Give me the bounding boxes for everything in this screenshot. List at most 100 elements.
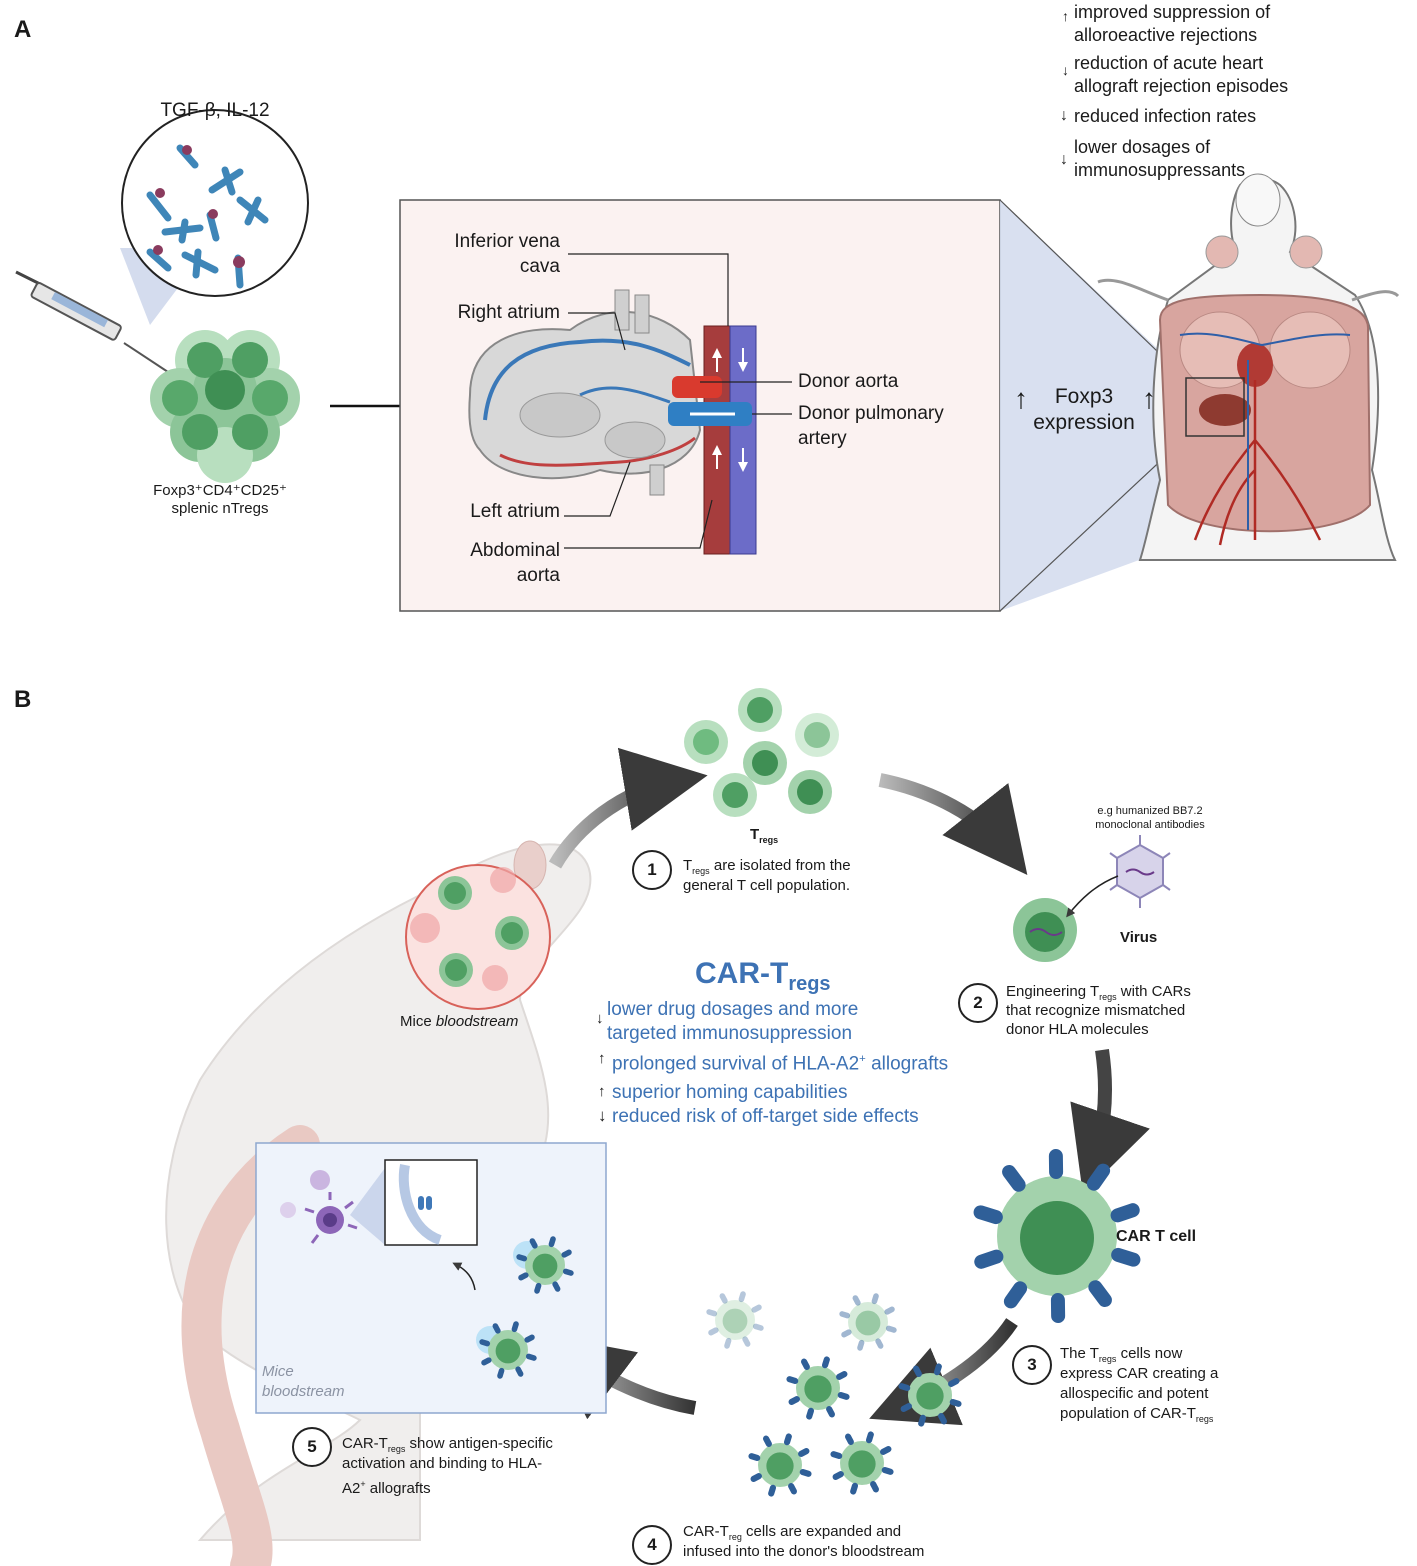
outcome-2-line2: allograft rejection episodes	[1074, 76, 1289, 96]
dendritic-cells-icon	[280, 1170, 358, 1244]
treg-cell-cluster	[150, 330, 300, 483]
car-receptor	[497, 1367, 505, 1379]
step-1-line2: general T cell population.	[683, 877, 851, 894]
car-receptor	[750, 1473, 762, 1482]
car-receptor	[1086, 1163, 1111, 1191]
car-receptor	[841, 1329, 852, 1338]
outcome-3-line1: reduced infection rates	[1074, 106, 1257, 126]
car-receptor	[1002, 1164, 1026, 1192]
car-receptor	[875, 1338, 884, 1349]
car-receptor	[708, 1327, 719, 1336]
car-receptor	[738, 1291, 746, 1303]
car-receptor	[492, 1323, 501, 1334]
car-receptor	[1050, 1292, 1066, 1323]
car-tregs-title: CAR-Tregs	[695, 957, 831, 995]
car-receptor	[885, 1325, 897, 1333]
receptor-binding-icon	[418, 1196, 432, 1210]
car-receptor	[561, 1249, 572, 1258]
car-receptor	[562, 1268, 574, 1276]
car-receptor	[832, 1471, 844, 1480]
ivc-label-line2: cava	[519, 256, 560, 277]
car-receptor	[515, 1366, 524, 1377]
car-receptor	[752, 1323, 764, 1331]
bound-car-treg-cells	[476, 1236, 574, 1379]
center-item-1-line1: lower drug dosages and more	[607, 999, 859, 1020]
car-receptor	[529, 1238, 538, 1249]
center-item-4-line1: reduced risk of off-target side effects	[612, 1106, 919, 1127]
car-receptor	[852, 1295, 861, 1306]
step-4-line1: CAR-Treg cells are expanded and	[683, 1523, 902, 1542]
car-receptor	[857, 1339, 865, 1351]
engineered-treg-icon	[1013, 898, 1077, 962]
panel-b-letter: B	[14, 686, 32, 713]
car-receptor	[481, 1357, 492, 1366]
car-t-cell-icon	[997, 1176, 1117, 1296]
car-receptor	[949, 1398, 962, 1407]
cycle-arrow-2	[878, 773, 1028, 875]
donor-pa-label-line1: Donor pulmonary	[798, 403, 944, 424]
car-receptor	[948, 1378, 960, 1387]
center-item-2-arrow: ↑	[598, 1050, 606, 1067]
donor-aorta-label: Donor aorta	[798, 371, 899, 392]
left-atrium-label: Left atrium	[470, 501, 560, 522]
car-receptor	[763, 1435, 772, 1447]
car-receptor	[826, 1406, 835, 1418]
step-3-line2: express CAR creating a	[1060, 1365, 1219, 1382]
car-receptor	[845, 1433, 854, 1445]
step-2-line1: Engineering Tregs with CARs	[1006, 983, 1191, 1002]
center-item-3-line1: superior homing capabilities	[612, 1082, 848, 1103]
outcome-4-line1: lower dosages of	[1074, 137, 1211, 157]
step-5-line1: CAR-Tregs show antigen-specific	[342, 1435, 553, 1454]
mice-bloodstream-label: Mice bloodstream	[400, 1013, 519, 1030]
step-2-line3: donor HLA molecules	[1006, 1021, 1149, 1038]
virus-label: Virus	[1120, 929, 1158, 946]
car-receptor	[830, 1451, 843, 1460]
car-receptor	[850, 1482, 859, 1495]
car-receptor	[1088, 1280, 1112, 1308]
car-receptor	[799, 1468, 812, 1477]
car-receptor	[839, 1311, 851, 1319]
outcome-2-arrow: ↓	[1062, 62, 1069, 78]
outcome-1-line2: alloroeactive rejections	[1074, 25, 1258, 45]
foxp3-up-arrow-left: ↑	[1014, 383, 1028, 414]
car-receptor	[783, 1433, 792, 1446]
car-receptor	[798, 1448, 810, 1457]
heart-leader-lines	[564, 253, 792, 549]
car-receptor	[751, 1304, 762, 1313]
bloodstream-treg-cells	[410, 867, 529, 991]
car-receptor	[524, 1334, 535, 1343]
car-receptor	[719, 1293, 728, 1304]
car-receptor	[1111, 1247, 1141, 1267]
treg-cell-label-line1: Foxp3⁺CD4⁺CD25⁺	[153, 482, 287, 499]
panel-a-letter: A	[14, 16, 32, 43]
car-receptor	[788, 1396, 800, 1405]
step-2-badge: 2	[958, 983, 998, 1023]
foxp3-label-line1: Foxp3	[1054, 385, 1114, 408]
right-atrium-label: Right atrium	[457, 302, 560, 323]
mouse-dissection-icon	[1097, 173, 1400, 561]
step-4-line2: infused into the donor's bloodstream	[683, 1543, 925, 1560]
virus-icon	[1109, 835, 1171, 908]
step-3-line4: population of CAR-Tregs	[1060, 1405, 1214, 1424]
car-receptor	[706, 1309, 718, 1317]
outcome-2-line1: reduction of acute heart	[1074, 53, 1264, 73]
abdominal-aorta-label-line2: aorta	[516, 565, 560, 586]
heart-icon	[468, 289, 702, 496]
car-receptor	[788, 1483, 797, 1495]
antibody-label-line1: e.g humanized BB7.2	[1097, 805, 1203, 817]
antibody-label-line2: monoclonal antibodies	[1095, 819, 1205, 831]
car-receptor	[534, 1282, 542, 1294]
car-receptor	[525, 1353, 537, 1361]
car-receptor	[742, 1336, 751, 1347]
outcome-1-line1: improved suppression of	[1074, 2, 1271, 22]
car-receptor	[1048, 1149, 1064, 1180]
car-receptor	[548, 1236, 556, 1248]
cytokine-molecules-icon	[146, 144, 269, 289]
car-receptor	[974, 1249, 1004, 1269]
center-item-3-arrow: ↑	[598, 1083, 606, 1100]
car-receptor	[518, 1272, 529, 1281]
step-5-line3: A2+ allografts	[342, 1479, 431, 1497]
expanded-car-treg-cells	[706, 1291, 962, 1497]
cycle-arrow-3	[1070, 1048, 1150, 1195]
car-receptor	[836, 1371, 848, 1380]
